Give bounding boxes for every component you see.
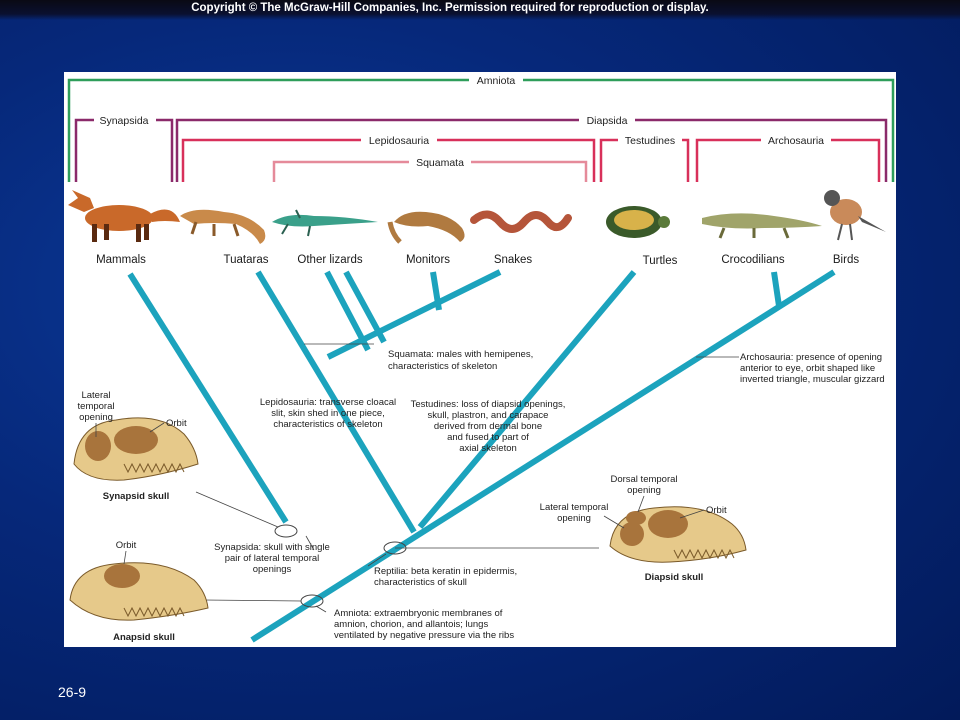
- cladogram-figure: Amniota Synapsida Diapsida Lepidosauria …: [67, 74, 895, 643]
- diapsid-skull: Dorsal temporal opening Lateral temporal…: [540, 474, 747, 583]
- synapsid-skull: Lateral temporal opening Orbit Synapsid …: [73, 390, 199, 502]
- turtle-illustration: [606, 206, 670, 238]
- taxon-snakes: Snakes: [494, 254, 533, 266]
- lepidosauria-bracket: Lepidosauria: [181, 134, 596, 182]
- annotation-lepidosauria: Lepidosauria: transverse cloacal slit, s…: [260, 397, 396, 430]
- svg-text:Testudines: loss of diapsid op: Testudines: loss of diapsid openings,: [411, 399, 566, 410]
- svg-text:opening: opening: [79, 412, 113, 423]
- branch-monitors: [430, 271, 442, 311]
- synapsid-lateral-opening: [85, 431, 111, 461]
- annotation-reptilia: Reptilia: beta keratin in epidermis, cha…: [374, 566, 517, 588]
- svg-text:characteristics of skull: characteristics of skull: [374, 577, 467, 588]
- diapsida-bracket: Diapsida: [175, 114, 888, 182]
- svg-text:Synapsida: skull with single: Synapsida: skull with single: [214, 542, 330, 553]
- taxon-crocodilians: Crocodilians: [721, 254, 785, 266]
- squamata-label: Squamata: [416, 157, 464, 169]
- svg-text:axial skeleton: axial skeleton: [459, 443, 517, 454]
- taxon-monitors: Monitors: [406, 254, 450, 266]
- monitor-illustration: [387, 211, 465, 244]
- figure-panel: Amniota Synapsida Diapsida Lepidosauria …: [64, 72, 896, 647]
- svg-text:Archosauria: presence of openi: Archosauria: presence of opening: [740, 352, 882, 363]
- copyright-notice: Copyright © The McGraw-Hill Companies, I…: [191, 2, 709, 14]
- branch-squamata: [326, 269, 502, 360]
- svg-text:Orbit: Orbit: [116, 540, 137, 551]
- svg-text:openings: openings: [253, 564, 292, 575]
- svg-text:Lateral: Lateral: [81, 390, 110, 401]
- taxon-tuataras: Tuataras: [224, 254, 269, 266]
- amniota-label: Amniota: [477, 75, 516, 87]
- diapsida-label: Diapsida: [587, 115, 628, 127]
- lizard-illustration: [272, 209, 378, 237]
- svg-text:ventilated by negative pressur: ventilated by negative pressure via the …: [334, 630, 514, 641]
- synapsid-orbit: [114, 426, 158, 454]
- testudines-bracket: Testudines: [599, 134, 690, 182]
- tuatara-illustration: [180, 209, 266, 244]
- svg-text:pair of lateral temporal: pair of lateral temporal: [225, 553, 320, 564]
- svg-text:Squamata: males with hemipenes: Squamata: males with hemipenes,: [388, 349, 533, 360]
- svg-text:temporal: temporal: [78, 401, 115, 412]
- synapsid-skull-title: Synapsid skull: [103, 491, 170, 502]
- cladogram-tree: [127, 269, 836, 643]
- svg-text:Orbit: Orbit: [166, 418, 187, 429]
- annotation-amniota: Amniota: extraembryonic membranes of amn…: [334, 608, 514, 641]
- anapsid-orbit: [104, 564, 140, 588]
- svg-text:Reptilia: beta keratin in epid: Reptilia: beta keratin in epidermis,: [374, 566, 517, 577]
- svg-text:skull, plastron, and carapace: skull, plastron, and carapace: [428, 410, 549, 421]
- svg-text:slit, skin shed in one piece,: slit, skin shed in one piece,: [271, 408, 385, 419]
- annotation-testudines: Testudines: loss of diapsid openings, sk…: [411, 399, 566, 454]
- fox-illustration: [68, 190, 180, 242]
- anapsid-skull: Orbit Anapsid skull: [69, 540, 209, 643]
- snake-illustration: [470, 210, 572, 233]
- svg-text:Dorsal temporal: Dorsal temporal: [610, 474, 677, 485]
- svg-text:and fused to part of: and fused to part of: [447, 432, 529, 443]
- taxon-turtles: Turtles: [643, 255, 678, 267]
- svg-text:characteristics of skeleton: characteristics of skeleton: [273, 419, 382, 430]
- diapsid-orbit: [648, 510, 688, 538]
- taxon-other-lizards: Other lizards: [297, 254, 362, 266]
- lepidosauria-label: Lepidosauria: [369, 135, 429, 147]
- squamata-bracket: Squamata: [272, 156, 588, 182]
- svg-text:characteristics of skeleton: characteristics of skeleton: [388, 361, 497, 372]
- testudines-label: Testudines: [625, 135, 675, 147]
- branch-other-lizards-b: [343, 270, 387, 344]
- amniota-bracket: Amniota: [67, 74, 895, 182]
- main-trunk: [250, 269, 836, 643]
- branch-crocodilians: [771, 271, 782, 307]
- crocodile-illustration: [702, 213, 822, 239]
- slide-number: 26-9: [58, 684, 87, 700]
- annotation-synapsida: Synapsida: skull with single pair of lat…: [214, 542, 330, 575]
- svg-text:Lateral temporal: Lateral temporal: [540, 502, 609, 513]
- svg-text:Orbit: Orbit: [706, 505, 727, 516]
- annotation-archosauria: Archosauria: presence of opening anterio…: [740, 352, 885, 385]
- svg-text:inverted triangle, muscular gi: inverted triangle, muscular gizzard: [740, 374, 885, 385]
- taxon-birds: Birds: [833, 254, 859, 266]
- svg-text:amnion, chorion, and allantois: amnion, chorion, and allantois; lungs: [334, 619, 488, 630]
- annotation-squamata: Squamata: males with hemipenes, characte…: [388, 349, 533, 372]
- diapsid-dorsal-opening: [626, 511, 646, 525]
- top-bar: [0, 0, 960, 20]
- branch-other-lizards-a: [324, 270, 371, 352]
- svg-text:opening: opening: [627, 485, 661, 496]
- branch-lepidosaurs: [255, 270, 417, 534]
- diapsid-lateral-opening: [620, 522, 644, 546]
- anapsid-skull-title: Anapsid skull: [113, 632, 175, 643]
- archosauria-bracket: Archosauria: [695, 134, 881, 182]
- node-synapsida: [274, 524, 298, 538]
- svg-text:Lepidosauria: transverse cloac: Lepidosauria: transverse cloacal: [260, 397, 396, 408]
- synapsida-bracket: Synapsida: [74, 114, 174, 182]
- svg-text:opening: opening: [557, 513, 591, 524]
- svg-text:anterior to eye, orbit shaped: anterior to eye, orbit shaped like: [740, 363, 875, 374]
- archosauria-label: Archosauria: [768, 135, 824, 147]
- taxon-mammals: Mammals: [96, 254, 146, 266]
- branch-turtles: [417, 270, 637, 529]
- diapsid-skull-title: Diapsid skull: [645, 572, 704, 583]
- synapsida-label: Synapsida: [99, 115, 148, 127]
- branch-mammals: [127, 272, 289, 524]
- leader-lines: [195, 343, 739, 613]
- svg-text:derived from dermal bone: derived from dermal bone: [434, 421, 542, 432]
- svg-text:Amniota: extraembryonic membra: Amniota: extraembryonic membranes of: [334, 608, 503, 619]
- bird-illustration: [824, 190, 886, 241]
